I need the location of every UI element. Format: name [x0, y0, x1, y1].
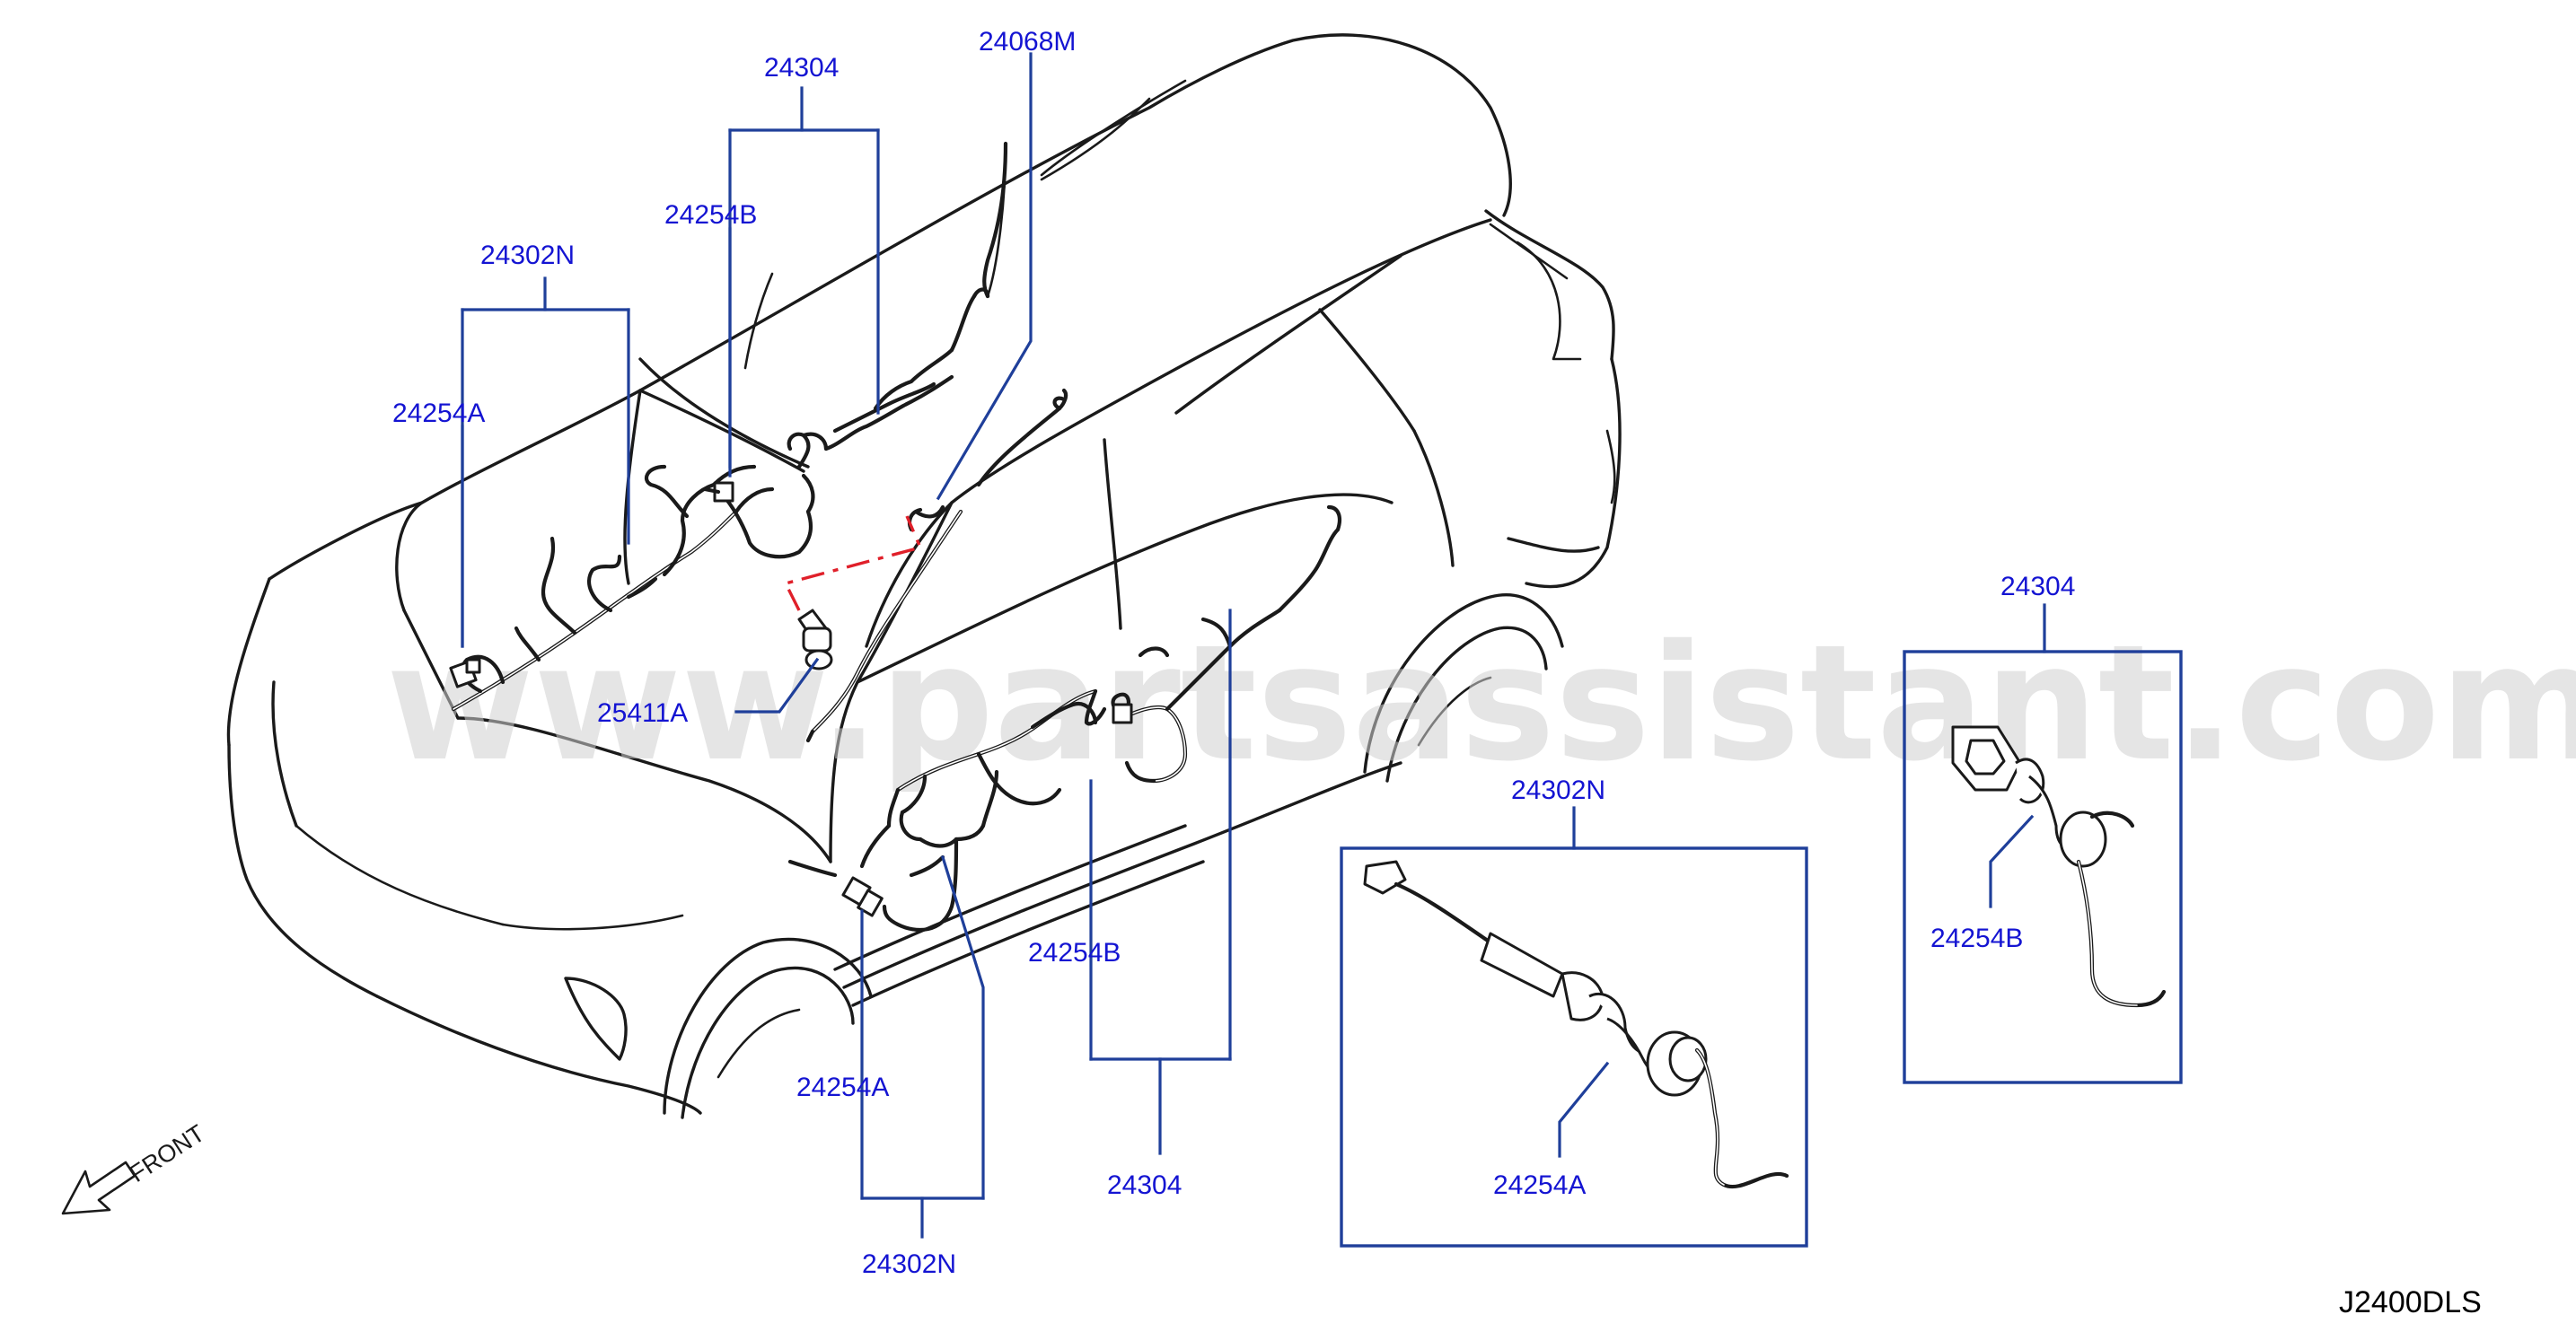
callout-25411a: 25411A	[597, 698, 688, 728]
harness-engine-bay	[449, 464, 775, 712]
callout-labels: 24304 24068M 24254B 24302N 24254A 25411A…	[392, 27, 2075, 1279]
connector-dash-line	[783, 515, 923, 611]
callout-24068m: 24068M	[979, 27, 1076, 57]
front-arrow-icon	[61, 1161, 136, 1215]
callout-24254a-left: 24254A	[392, 399, 485, 428]
detail-view-front-harness	[1340, 846, 1808, 1248]
vehicle-body	[226, 33, 1622, 1119]
callout-24254a-bottom: 24254A	[796, 1073, 889, 1102]
leader-lines	[461, 52, 2046, 1239]
callout-24304-middle: 24304	[1107, 1170, 1182, 1200]
harness-center	[702, 374, 954, 559]
callout-24302n-top: 24302N	[480, 241, 575, 270]
front-label: FRONT	[125, 1119, 209, 1187]
callout-24254a-detail: 24254A	[1493, 1170, 1586, 1200]
diagram-code: J2400DLS	[2339, 1285, 2482, 1319]
harness-roof	[976, 388, 1068, 487]
watermark: www.partsassistant.com	[386, 610, 2576, 796]
callout-24302n-detail: 24302N	[1511, 776, 1605, 805]
callout-24304-detail: 24304	[2000, 572, 2075, 601]
callout-24254b-detail: 24254B	[1930, 924, 2023, 953]
harness-front-door	[787, 688, 1107, 933]
callout-24254b-top: 24254B	[664, 200, 757, 230]
detail-view-rear-harness	[1903, 650, 2183, 1084]
harness-dash-top	[832, 141, 1008, 434]
callout-24254b-middle: 24254B	[1028, 938, 1121, 968]
callout-24302n-bottom: 24302N	[862, 1249, 956, 1279]
callout-24304-top: 24304	[764, 53, 839, 83]
front-direction-indicator: FRONT	[61, 1119, 209, 1215]
